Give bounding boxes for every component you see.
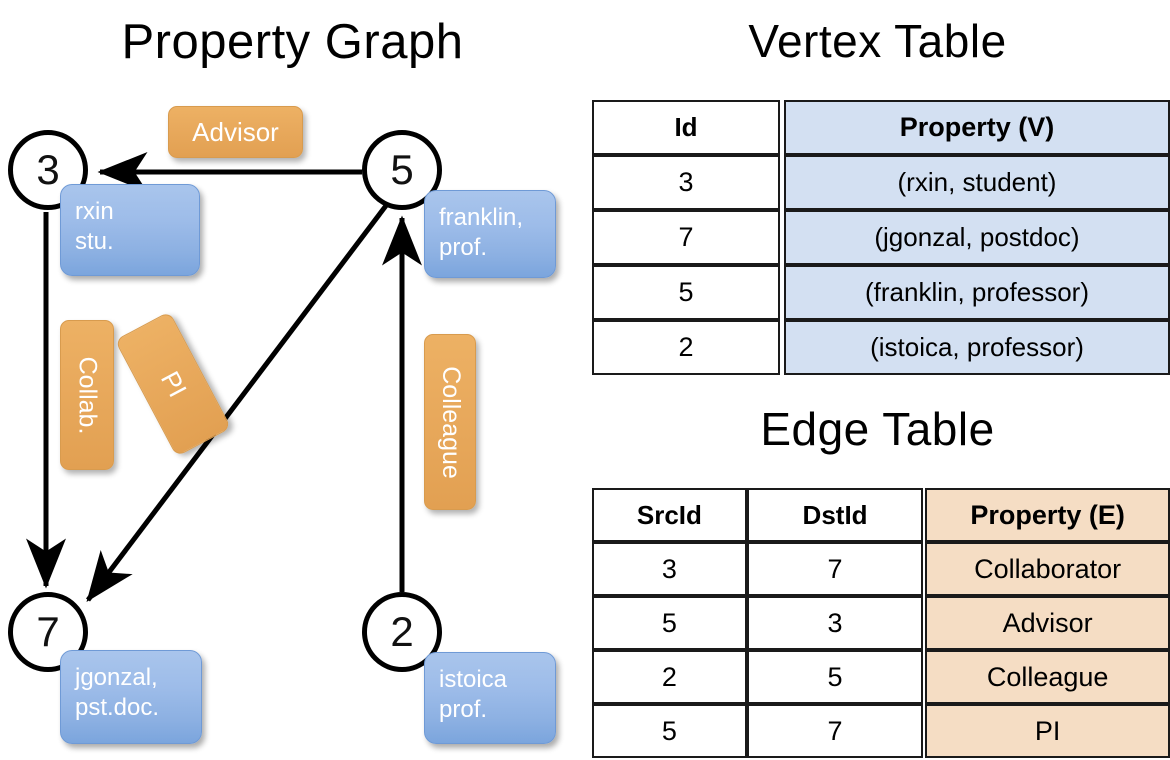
table-row[interactable]: 5 7 PI: [592, 704, 1170, 758]
edge-cell-srcid: 5: [592, 596, 747, 650]
edge-table-header-row: SrcId DstId Property (E): [592, 488, 1170, 542]
edge-cell-dstid: 5: [746, 650, 924, 704]
page-title-property-graph: Property Graph: [121, 15, 464, 69]
graph-edges-layer: [26, 152, 422, 602]
edge-table-header-property: Property (E): [925, 488, 1170, 542]
edge-label-collab-text: Collab.: [73, 356, 102, 434]
graph-node-2[interactable]: 2: [362, 592, 442, 672]
vertex-table-header-id: Id: [592, 100, 780, 155]
vertex-table: Id Property (V) 3 (rxin, student) 7 (jgo…: [592, 100, 1170, 375]
edge-label-colleague-text: Colleague: [436, 365, 465, 479]
vertex-cell-id: 7: [592, 210, 780, 265]
table-row[interactable]: 2 5 Colleague: [592, 650, 1170, 704]
edge-cell-dstid: 7: [746, 704, 924, 758]
vertex-property-line-1: franklin,: [439, 204, 524, 231]
page-title-edge-table: Edge Table: [760, 403, 995, 455]
table-row[interactable]: 5 3 Advisor: [592, 596, 1170, 650]
graph-node-5[interactable]: 5: [362, 130, 442, 210]
vertex-cell-property: (franklin, professor): [784, 265, 1170, 320]
vertex-table-column-gap: [780, 265, 784, 320]
vertex-property-line-1: jgonzal,: [75, 664, 158, 691]
vertex-property-box-franklin[interactable]: franklin, prof.: [424, 190, 556, 278]
vertex-property-box-istoica[interactable]: istoica prof.: [424, 652, 556, 744]
vertex-table-column-gap: [780, 155, 784, 210]
edge-table-column-gap: [923, 488, 926, 542]
vertex-property-box-jgonzal[interactable]: jgonzal, pst.doc.: [60, 650, 202, 744]
vertex-property-line-2: prof.: [439, 696, 488, 723]
edge-cell-property: Colleague: [925, 650, 1170, 704]
vertex-table-column-gap: [780, 320, 784, 375]
vertex-cell-property: (jgonzal, postdoc): [784, 210, 1170, 265]
vertex-property-box-rxin[interactable]: rxin stu.: [60, 184, 200, 276]
edge-cell-property: Advisor: [925, 596, 1170, 650]
vertex-cell-property: (rxin, student): [784, 155, 1170, 210]
vertex-cell-id: 2: [592, 320, 780, 375]
vertex-property-line-2: prof.: [439, 234, 488, 261]
edge-table-header-dstid: DstId: [746, 488, 924, 542]
vertex-cell-property: (istoica, professor): [784, 320, 1170, 375]
vertex-table-column-gap: [780, 100, 784, 155]
page-title-vertex-table: Vertex Table: [748, 15, 1007, 67]
edge-cell-srcid: 5: [592, 704, 747, 758]
edge-table: SrcId DstId Property (E) 3 7 Collaborato…: [592, 488, 1170, 758]
edge-label-pi-text: PI: [154, 365, 193, 402]
edge-label-collab[interactable]: Collab.: [60, 320, 114, 470]
edge-label-advisor-text: Advisor: [192, 116, 279, 147]
table-row[interactable]: 3 (rxin, student): [592, 155, 1170, 210]
vertex-property-line-2: pst.doc.: [75, 694, 160, 721]
edge-cell-dstid: 7: [746, 542, 924, 596]
edge-label-colleague[interactable]: Colleague: [424, 334, 476, 510]
vertex-table-header-row: Id Property (V): [592, 100, 1170, 155]
edge-table-column-gap: [923, 542, 926, 596]
edge-table-header-srcid: SrcId: [592, 488, 747, 542]
vertex-table-header-property: Property (V): [784, 100, 1170, 155]
vertex-cell-id: 3: [592, 155, 780, 210]
table-row[interactable]: 3 7 Collaborator: [592, 542, 1170, 596]
edge-table-column-gap: [923, 650, 926, 704]
vertex-property-line-1: rxin: [75, 198, 114, 225]
table-row[interactable]: 5 (franklin, professor): [592, 265, 1170, 320]
edge-cell-srcid: 3: [592, 542, 747, 596]
edge-table-column-gap: [923, 596, 926, 650]
edge-cell-srcid: 2: [592, 650, 747, 704]
edge-table-column-gap: [923, 704, 926, 758]
edge-pi-5-to-7: [86, 201, 390, 602]
vertex-property-line-2: stu.: [75, 228, 114, 255]
edge-cell-property: Collaborator: [925, 542, 1170, 596]
edge-label-advisor[interactable]: Advisor: [168, 106, 303, 158]
vertex-cell-id: 5: [592, 265, 780, 320]
vertex-property-line-1: istoica: [439, 666, 508, 693]
property-graph-panel: Property Graph Advisor Collab. PI Collea…: [8, 15, 556, 744]
vertex-table-column-gap: [780, 210, 784, 265]
edge-cell-dstid: 3: [746, 596, 924, 650]
table-row[interactable]: 2 (istoica, professor): [592, 320, 1170, 375]
edge-cell-property: PI: [925, 704, 1170, 758]
table-row[interactable]: 7 (jgonzal, postdoc): [592, 210, 1170, 265]
